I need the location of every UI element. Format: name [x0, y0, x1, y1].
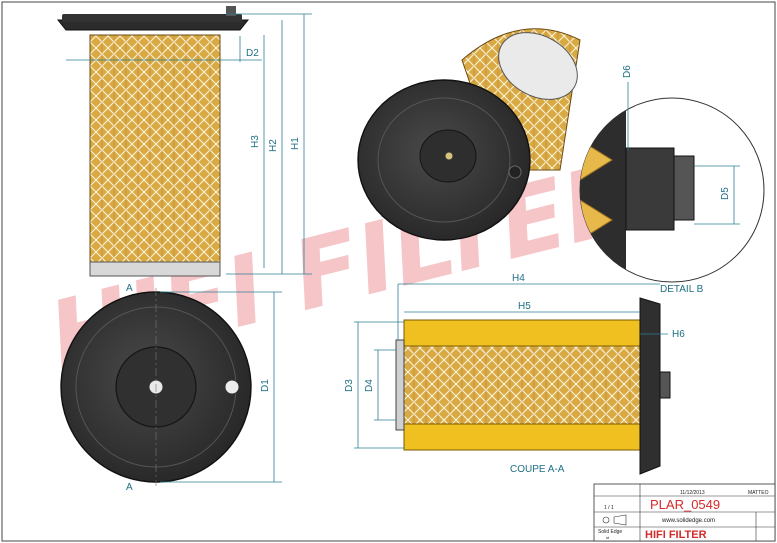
iso-cap-groove	[377, 97, 511, 223]
title-block-date: 11/12/2013	[680, 490, 705, 496]
iso-top-ring	[498, 32, 578, 100]
isometric-view	[357, 28, 581, 241]
title-block-software-sub: st	[606, 535, 610, 540]
dim-h5-label: H5	[518, 301, 531, 312]
iso-side-hole	[508, 165, 522, 179]
title-block-website: www.solidedge.com	[661, 518, 715, 524]
section-marker-bottom: A	[126, 482, 133, 493]
section-dimensions: H4 H5 H6 D3 D4 COUPE A-A	[344, 273, 685, 475]
dim-d3-label: D3	[344, 379, 355, 392]
section-media-top	[403, 319, 645, 347]
title-block-author: MATTEO	[748, 490, 769, 496]
dim-d1-label: D1	[260, 379, 271, 392]
dim-d2-label: D2	[246, 48, 259, 59]
title-block-brand: HIFI FILTER	[645, 529, 707, 541]
dim-h2-label: H2	[268, 139, 279, 152]
title-block-part-number: PLAR_0549	[650, 497, 720, 512]
projection-symbol	[602, 514, 627, 526]
dim-d6-label: D6	[622, 65, 633, 78]
title-block: 11/12/2013 MATTEO PLAR_0549 www.solidedg…	[593, 483, 776, 542]
section-end-cap	[639, 297, 661, 475]
detail-b-boss	[625, 147, 675, 231]
dim-d5-label: D5	[720, 187, 731, 200]
title-block-scale: 1 / 1	[604, 505, 614, 511]
section-nozzle	[659, 371, 671, 399]
section-media-bottom	[403, 423, 645, 451]
iso-center-hole	[444, 151, 454, 161]
section-label: COUPE A-A	[510, 464, 565, 475]
dim-h6-label: H6	[672, 329, 685, 340]
dim-h1-label: H1	[290, 137, 301, 150]
detail-b: D6 D5 DETAIL B	[579, 65, 765, 295]
top-cap-rim	[62, 14, 242, 22]
detail-b-nozzle	[673, 155, 695, 221]
side-hole	[224, 379, 240, 395]
section-a-a	[395, 297, 671, 475]
bottom-view: A A	[60, 283, 252, 493]
title-block-software: Solid Edge	[598, 529, 622, 535]
section-marker-top: A	[126, 283, 133, 294]
dim-h4-label: H4	[512, 273, 525, 284]
title-block-frame	[593, 483, 776, 542]
detail-b-label: DETAIL B	[660, 284, 704, 295]
filter-media-mesh	[89, 34, 221, 268]
front-view-dimensions: H1 H2 H3 D2	[66, 13, 312, 275]
bottom-view-dimensions: D1	[160, 291, 282, 483]
vent-nozzle	[226, 6, 236, 16]
detail-b-media-section	[580, 139, 613, 241]
dim-d4-label: D4	[364, 379, 375, 392]
dim-h3-label: H3	[250, 135, 261, 148]
bottom-ring	[89, 261, 221, 277]
front-view	[56, 6, 250, 277]
section-left-ring	[395, 339, 405, 431]
